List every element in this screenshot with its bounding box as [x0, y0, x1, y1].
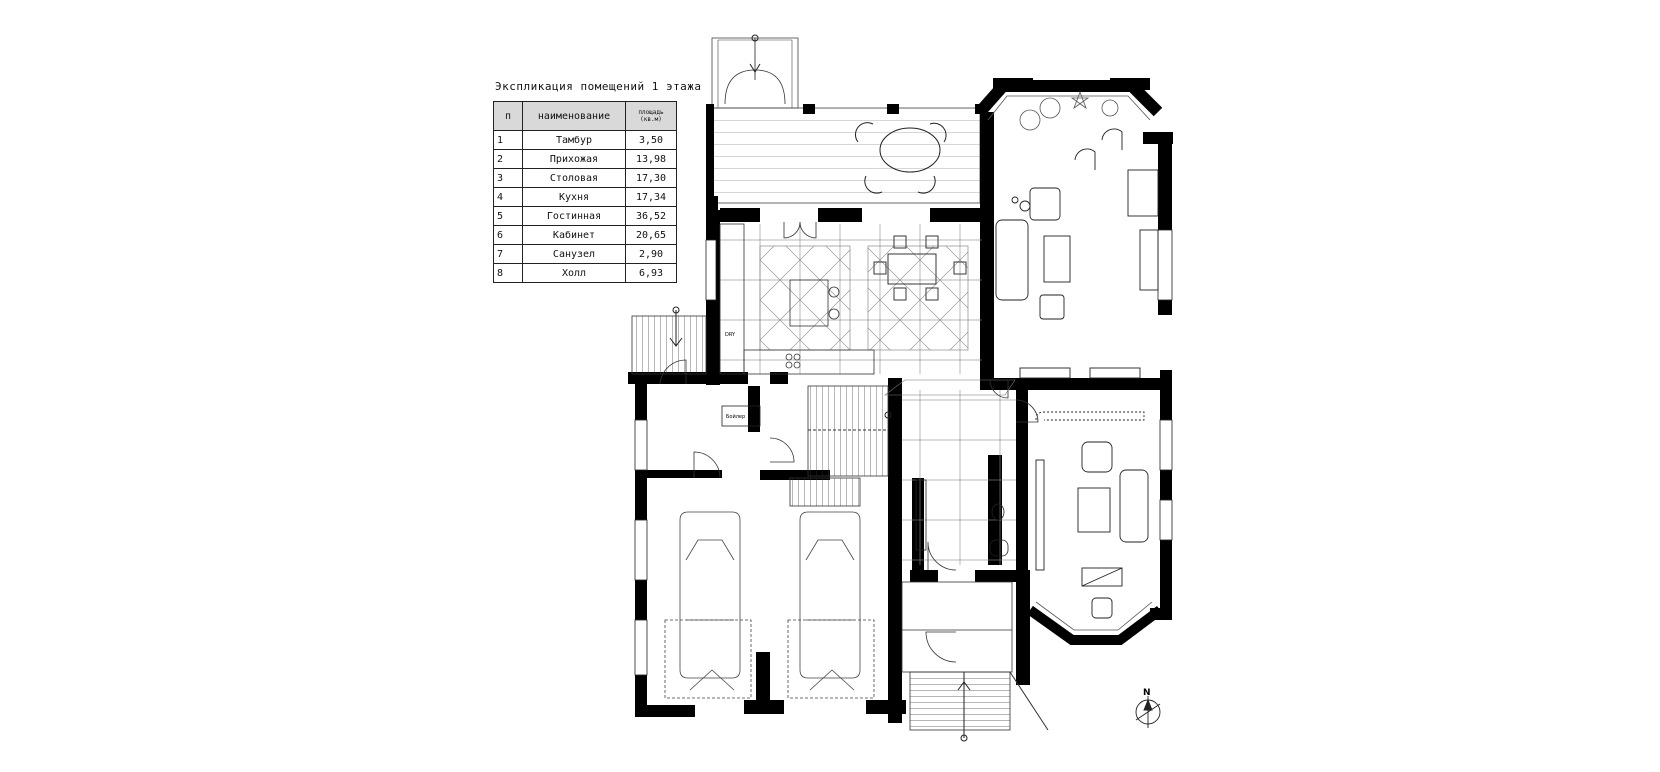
header-area: площадь (кв.м): [625, 101, 677, 131]
kitchen-counters: [719, 223, 875, 375]
garage: [664, 511, 875, 699]
explication-header-row: п наименование площадь (кв.м): [493, 101, 677, 131]
compass-icon: [1135, 696, 1161, 728]
hall-floor: [884, 379, 1016, 565]
row-area: 2,90: [625, 244, 677, 264]
staircase: [789, 385, 892, 507]
living-furniture: [995, 128, 1159, 379]
doors: [659, 221, 1039, 663]
study-furniture: [1035, 411, 1149, 619]
row-area: 13,98: [625, 149, 677, 169]
terrace: [711, 34, 981, 204]
row-area: 6,93: [625, 263, 677, 283]
windows: [634, 229, 1173, 676]
side-entrance: [631, 306, 707, 375]
dryer-label: DRY: [725, 332, 736, 338]
bathroom-fixtures: [915, 479, 1009, 557]
compass-label: N: [1143, 688, 1151, 698]
dining-table-icon: [873, 235, 967, 301]
entrance-stairs: [901, 581, 1049, 742]
plant-icon: [1019, 90, 1119, 131]
bay-window-living: [975, 80, 1163, 121]
kitchen-dining-floor: [720, 224, 982, 374]
boiler-box: [721, 405, 761, 427]
explication-title: Экспликация помещений 1 этажа: [495, 80, 702, 93]
boiler-label: Бойлер: [726, 413, 745, 420]
bay-window-study: [1027, 601, 1163, 645]
terrace-table-icon: [855, 122, 947, 194]
header-name: наименование: [522, 101, 626, 131]
